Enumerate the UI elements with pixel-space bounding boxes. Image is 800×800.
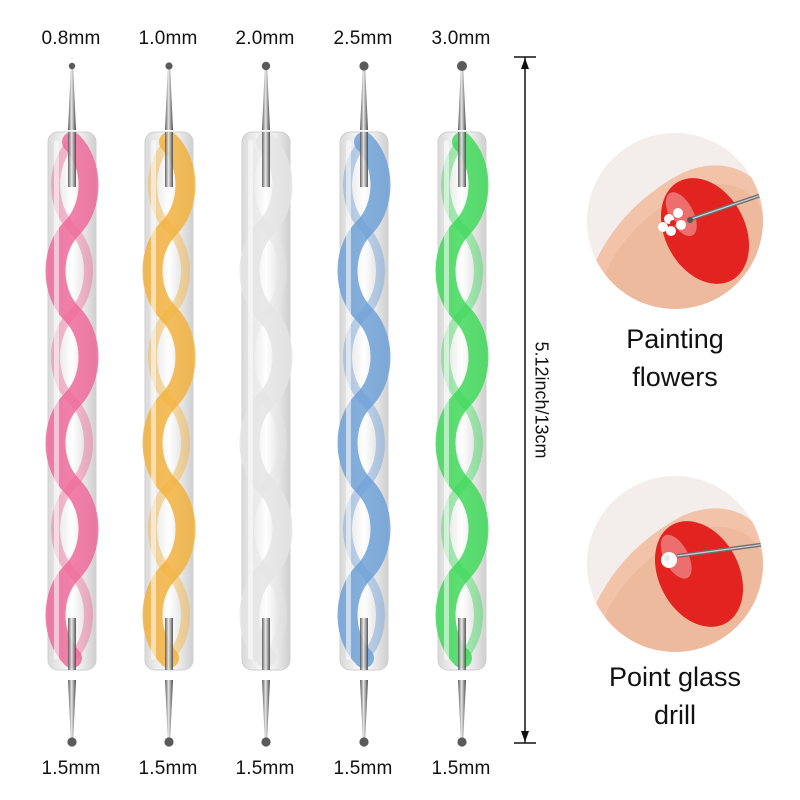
- color-spiral: [239, 132, 293, 668]
- bottom-ball-tip: [164, 737, 174, 747]
- bottom-needle: [360, 680, 368, 740]
- caption-line-1: Painting: [626, 324, 724, 354]
- bottom-ball-tip: [359, 737, 369, 747]
- pen-2-bottom-size-label: 1.5mm: [138, 758, 198, 779]
- top-ball-tip: [359, 61, 369, 71]
- pen-3-top-size-label: 2.0mm: [235, 28, 295, 49]
- color-spiral: [45, 132, 99, 668]
- top-ball-tip: [457, 61, 467, 71]
- pen-5-top-size-label: 3.0mm: [431, 28, 491, 49]
- top-needle: [68, 68, 76, 130]
- pen-4-bottom-size-label: 1.5mm: [333, 758, 393, 779]
- flower-dot-art: [658, 208, 686, 236]
- color-spiral: [142, 132, 196, 668]
- length-dimension-line: [510, 55, 540, 745]
- pen-1-top-size-label: 0.8mm: [41, 28, 101, 49]
- top-ball-tip: [165, 62, 173, 70]
- top-needle: [262, 68, 270, 130]
- dotting-pen-3: [236, 60, 296, 750]
- pen-2-top-size-label: 1.0mm: [138, 28, 198, 49]
- caption-line-2: flowers: [632, 362, 718, 392]
- bottom-needle: [165, 680, 173, 740]
- painting-flowers-caption: Painting flowers: [575, 320, 775, 396]
- pen-4-top-size-label: 2.5mm: [333, 28, 393, 49]
- bottom-needle: [68, 680, 76, 740]
- caption-line-1: Point glass: [608, 662, 742, 692]
- dotting-pen-2: [139, 60, 199, 750]
- caption-line-2: drill: [653, 700, 696, 730]
- top-ball-tip: [261, 61, 271, 71]
- bottom-ball-tip: [261, 737, 271, 747]
- pen-1-bottom-size-label: 1.5mm: [41, 758, 101, 779]
- pen-5-bottom-size-label: 1.5mm: [431, 758, 491, 779]
- dotting-pen-4: [334, 60, 394, 750]
- top-needle: [458, 68, 466, 130]
- dotting-pen-1: [42, 60, 102, 750]
- top-needle: [165, 68, 173, 130]
- painting-flowers-photo: [587, 133, 763, 309]
- bottom-ball-tip: [67, 737, 77, 747]
- bottom-needle: [458, 680, 466, 740]
- length-label: 5.12inch/13cm: [531, 341, 552, 459]
- point-glass-drill-caption: Point glass drill: [575, 658, 775, 734]
- top-ball-tip: [68, 62, 76, 70]
- bottom-ball-tip: [457, 737, 467, 747]
- color-spiral: [337, 132, 391, 668]
- top-needle: [360, 68, 368, 130]
- point-glass-drill-photo: [587, 476, 763, 652]
- color-spiral: [435, 132, 489, 668]
- dotting-pen-5: [432, 60, 492, 750]
- bottom-needle: [262, 680, 270, 740]
- pen-3-bottom-size-label: 1.5mm: [235, 758, 295, 779]
